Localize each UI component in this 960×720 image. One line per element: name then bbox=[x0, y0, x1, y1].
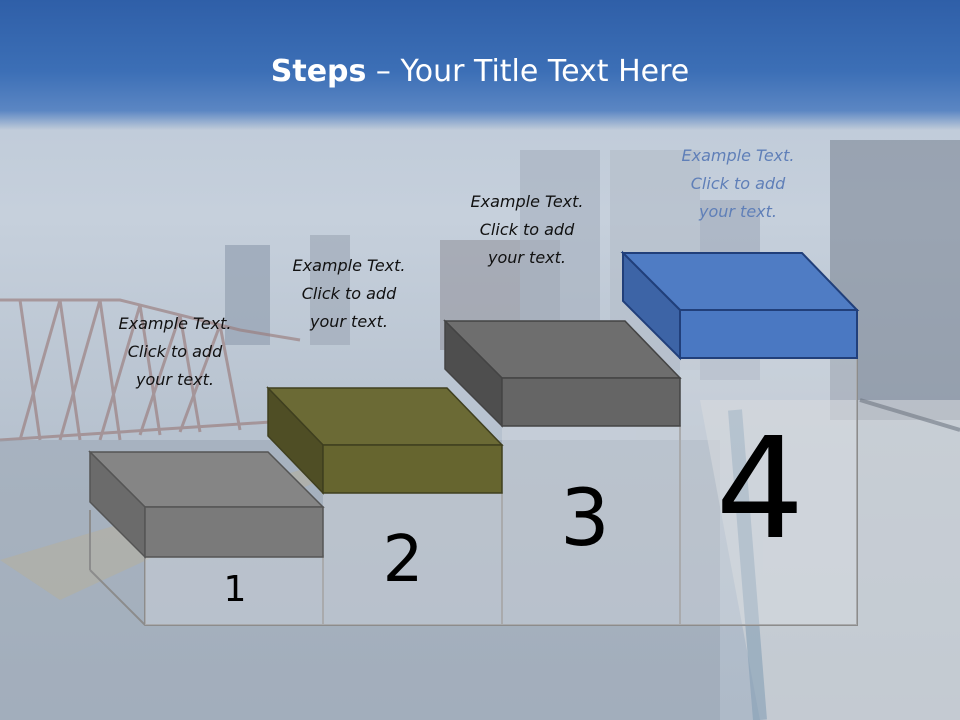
step-1-block[interactable] bbox=[88, 450, 325, 559]
step-4-caption[interactable]: Example Text. Click to add your text. bbox=[648, 142, 828, 226]
caption-line: Click to add bbox=[690, 174, 786, 193]
caption-line: Click to add bbox=[301, 284, 397, 303]
caption-line: your text. bbox=[698, 202, 777, 221]
caption-line: your text. bbox=[135, 370, 214, 389]
step-3-number: 3 bbox=[560, 474, 610, 564]
step-3-block[interactable] bbox=[443, 319, 682, 428]
slide-title[interactable]: Steps – Your Title Text Here bbox=[0, 54, 960, 89]
step-4-block[interactable] bbox=[620, 250, 860, 361]
caption-line: Click to add bbox=[127, 342, 223, 361]
step-2-caption[interactable]: Example Text. Click to add your text. bbox=[259, 252, 439, 336]
title-bar bbox=[0, 0, 960, 130]
step-2-block[interactable] bbox=[266, 386, 504, 495]
step-4-number: 4 bbox=[715, 408, 805, 571]
caption-line: Example Text. bbox=[470, 192, 584, 211]
title-bold-part: Steps bbox=[270, 54, 367, 89]
caption-line: your text. bbox=[309, 312, 388, 331]
caption-line: Example Text. bbox=[681, 146, 795, 165]
step-3-caption[interactable]: Example Text. Click to add your text. bbox=[437, 188, 617, 272]
caption-line: Click to add bbox=[479, 220, 575, 239]
step-1-caption[interactable]: Example Text. Click to add your text. bbox=[85, 310, 265, 394]
step-1-number: 1 bbox=[223, 569, 247, 610]
step-2-number: 2 bbox=[382, 523, 424, 597]
caption-line: Example Text. bbox=[292, 256, 406, 275]
title-rest-part: – Your Title Text Here bbox=[366, 54, 690, 89]
caption-line: Example Text. bbox=[118, 314, 232, 333]
caption-line: your text. bbox=[487, 248, 566, 267]
